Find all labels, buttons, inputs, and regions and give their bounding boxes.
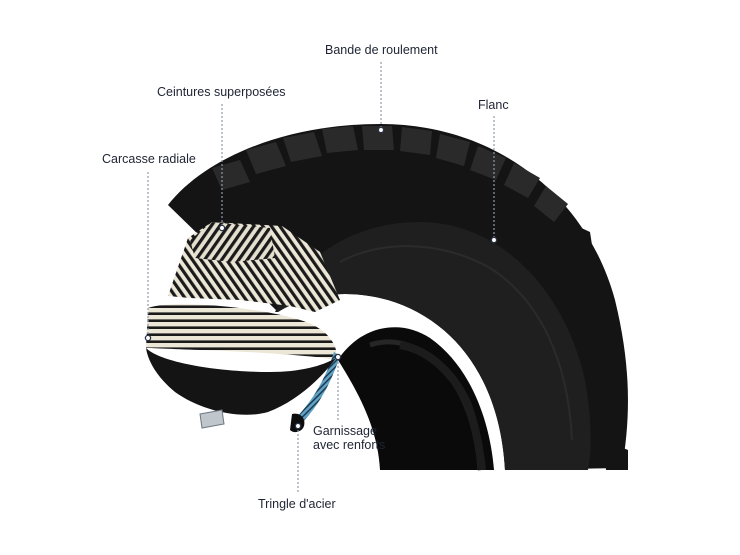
label-tread: Bande de roulement — [325, 43, 438, 57]
tread-block — [246, 142, 286, 174]
leader-point — [294, 422, 302, 430]
tread-lug — [590, 308, 616, 350]
tread-block — [400, 127, 432, 155]
carcass-plies — [146, 304, 336, 360]
label-lining-line1: Garnissage — [313, 424, 377, 438]
tread-block — [322, 126, 358, 153]
tread-lug — [602, 398, 626, 438]
tread-lug — [598, 354, 622, 394]
label-belts: Ceintures superposées — [157, 85, 286, 99]
tread-block — [534, 186, 568, 222]
leader-point — [377, 126, 385, 134]
sidewall-ring — [339, 245, 573, 441]
inner-tube — [146, 348, 336, 415]
leader-lines — [147, 62, 495, 492]
label-bead: Tringle d'acier — [258, 497, 336, 511]
leader-point — [218, 224, 226, 232]
tread-block — [283, 132, 322, 162]
belt-section-top — [190, 222, 275, 262]
tread-blocks — [212, 126, 568, 222]
tread-lug — [560, 218, 594, 262]
valve-stem — [199, 409, 225, 429]
tread-block — [470, 146, 506, 180]
tread-block — [212, 160, 250, 190]
label-sidewall: Flanc — [478, 98, 509, 112]
leader-point — [144, 334, 152, 342]
inner-ring — [399, 341, 486, 471]
tread-lug — [604, 440, 628, 470]
tire-inner-opening — [338, 327, 494, 470]
leader-point — [334, 353, 342, 361]
lining-strip — [294, 352, 340, 425]
tread-lugs — [560, 218, 628, 470]
label-lining-line2: avec renforts — [313, 438, 386, 452]
label-carcass: Carcasse radiale — [102, 152, 196, 166]
leader-points — [144, 126, 498, 430]
tread-lug — [578, 262, 606, 306]
leader-point — [490, 236, 498, 244]
tread-block — [362, 126, 394, 150]
tread-block — [436, 134, 470, 166]
tread-block — [504, 163, 540, 198]
